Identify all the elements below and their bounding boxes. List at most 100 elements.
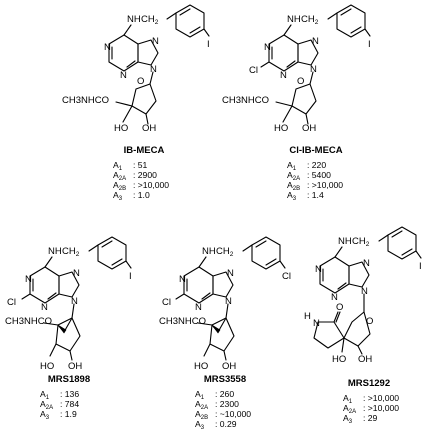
receptor-label: A2A bbox=[113, 170, 127, 182]
receptor-label: A2A bbox=[40, 399, 54, 411]
structure-mrs3558: Cl NHCH2 N N Cl N N CH3NHCO HO OH bbox=[159, 236, 291, 372]
affinity-value: : 5400 bbox=[307, 170, 331, 180]
purine-six-ring bbox=[183, 266, 214, 304]
receptor-label: A1 bbox=[343, 393, 353, 405]
bridge-label: NHCH2 bbox=[127, 14, 159, 26]
structure-mrs1898: I NHCH2 N N Cl N N CH3NHCO HO OH bbox=[5, 236, 132, 372]
purine-six-ring bbox=[319, 256, 350, 294]
iodo-label: I bbox=[129, 271, 132, 282]
ring-n-label: N bbox=[179, 274, 186, 285]
affinity-value: : ~10,000 bbox=[215, 409, 252, 419]
benzene-ring bbox=[97, 236, 127, 270]
bridge-label: NHCH2 bbox=[287, 14, 319, 26]
lactam-n-label: N bbox=[313, 318, 320, 329]
affinity-row: A2A : 5400 bbox=[287, 170, 343, 182]
lactam-ring bbox=[313, 321, 345, 349]
hydroxyl-label: HO bbox=[332, 354, 346, 365]
chloro-label: Cl bbox=[7, 297, 16, 308]
bridge-label: NHCH2 bbox=[338, 236, 370, 248]
receptor-label: A2A bbox=[287, 170, 301, 182]
receptor-label: A3 bbox=[113, 190, 123, 202]
iodo-label: I bbox=[368, 39, 371, 50]
affinity-row: A1: 136 bbox=[40, 389, 80, 401]
affinity-row: A1 : 220 bbox=[287, 160, 343, 172]
affinity-value: : 0.29 bbox=[215, 419, 237, 429]
affinity-value: : 2300 bbox=[215, 399, 239, 409]
affinity-row: A3 : 0.29 bbox=[195, 419, 251, 431]
ring-n-label: N bbox=[227, 268, 234, 279]
compound-name-mrs1898: MRS1898 bbox=[47, 374, 91, 385]
ring-n-label: N bbox=[152, 36, 159, 47]
affinity-row: A3: 1.9 bbox=[40, 409, 79, 421]
receptor-label: A2B bbox=[287, 180, 301, 192]
affinity-row: A1: 51 bbox=[113, 160, 169, 172]
affinity-value: : >10,000 bbox=[307, 180, 344, 190]
hydroxyl-label: HO bbox=[114, 123, 128, 134]
cyclopropane-wedge bbox=[211, 324, 221, 334]
imidazole-ring bbox=[137, 39, 159, 66]
affinity-value: : 220 bbox=[307, 160, 327, 170]
compound-name-ib-meca: IB-MECA bbox=[123, 145, 165, 156]
hydroxyl-label: HO bbox=[274, 123, 288, 134]
ring-n-label: N bbox=[120, 70, 127, 81]
benzene-ring bbox=[387, 226, 417, 260]
receptor-label: A2A bbox=[343, 403, 357, 415]
hydroxyl-label: OH bbox=[222, 361, 236, 372]
ring-n-label: N bbox=[361, 286, 368, 297]
ring-n-label: N bbox=[41, 302, 48, 313]
ring-n-label: N bbox=[312, 36, 319, 47]
ring-o-label: O bbox=[137, 76, 144, 87]
ring-n-label: N bbox=[195, 302, 202, 313]
ring-n-label: N bbox=[315, 264, 322, 275]
affinity-row: A2A: 784 bbox=[40, 399, 79, 411]
affinity-value: : 136 bbox=[60, 389, 80, 399]
receptor-label: A3 bbox=[343, 413, 353, 425]
benzene-ring bbox=[336, 4, 366, 38]
imidazole-ring bbox=[212, 271, 234, 298]
amide-label: CH3NHCO bbox=[5, 316, 52, 327]
structure-cl-ib-meca: I NHCH2 N N Cl N N O CH3NHCO HO OH bbox=[222, 4, 371, 134]
ring-n-label: N bbox=[331, 292, 338, 303]
affinity-value: : >10,000 bbox=[363, 403, 400, 413]
iodo-label: I bbox=[207, 39, 210, 50]
affinity-value: : 1.4 bbox=[307, 190, 324, 200]
hydroxyl-label: HO bbox=[194, 361, 208, 372]
hydroxyl-label: OH bbox=[358, 354, 372, 365]
purine-six-ring bbox=[29, 266, 60, 304]
chloro-label: Cl bbox=[249, 65, 258, 76]
carbocycle bbox=[209, 317, 235, 352]
hydroxyl-label: OH bbox=[142, 123, 156, 134]
ring-n-label: N bbox=[104, 42, 111, 53]
bridge-label: NHCH2 bbox=[48, 246, 80, 258]
amide-label: CH3NHCO bbox=[159, 316, 206, 327]
ring-n-label: N bbox=[310, 64, 317, 75]
receptor-label: A2B bbox=[195, 409, 209, 421]
hydroxyl-label: HO bbox=[40, 361, 54, 372]
ring-n-label: N bbox=[225, 296, 232, 307]
affinity-row: A3 : 1.0 bbox=[113, 190, 169, 202]
receptor-label: A2A bbox=[195, 399, 209, 411]
ring-n-label: N bbox=[71, 296, 78, 307]
receptor-label: A1 bbox=[287, 160, 297, 172]
hydroxyl-label: OH bbox=[302, 123, 316, 134]
receptor-label: A3 bbox=[195, 419, 205, 431]
lactam-h-label: H bbox=[304, 311, 311, 322]
affinity-row: A3: 29 bbox=[343, 413, 399, 425]
compound-name-cl-ib-meca: Cl-IB-MECA bbox=[289, 145, 343, 156]
affinity-value: : 1.0 bbox=[133, 190, 150, 200]
structure-ib-meca: I NHCH2 N N N N O CH3NHCO HO OH bbox=[62, 4, 210, 134]
ring-n-label: N bbox=[25, 274, 32, 285]
ribose-ring bbox=[131, 83, 157, 115]
imidazole-ring bbox=[297, 39, 319, 66]
affinity-row: A2B : ~10,000 bbox=[195, 409, 252, 421]
ring-n-label: N bbox=[264, 42, 271, 53]
affinity-value: : 260 bbox=[215, 389, 235, 399]
receptor-label: A2B bbox=[113, 180, 127, 192]
affinity-value: : >10,000 bbox=[363, 393, 400, 403]
chloro-aryl-label: Cl bbox=[282, 271, 291, 282]
